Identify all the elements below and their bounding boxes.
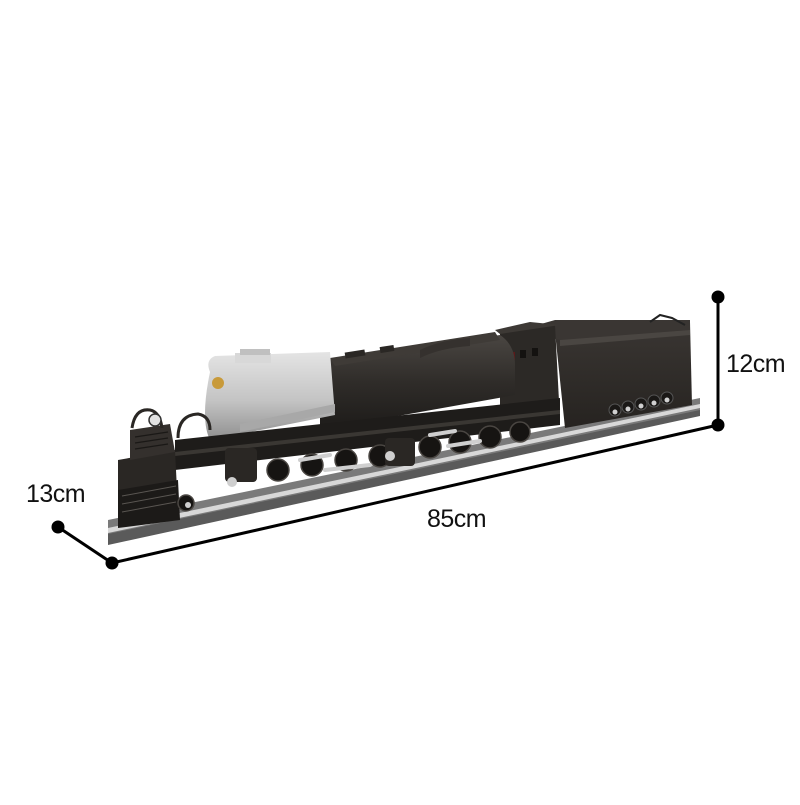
dimension-lines [57, 297, 720, 565]
track [108, 398, 700, 545]
pilot [118, 408, 212, 528]
depth-label: 13cm [26, 480, 86, 508]
dimension-endpoints [51, 290, 725, 570]
bell-icon [212, 377, 224, 389]
tender [520, 313, 692, 428]
boiler [320, 332, 515, 430]
depth-dimension-line [57, 525, 113, 565]
headlight-icon [148, 413, 162, 427]
cylinders [225, 438, 415, 487]
smokebox [205, 349, 335, 440]
length-label: 85cm [427, 505, 487, 533]
side-rods [298, 429, 482, 472]
length-dimension-line [111, 423, 719, 565]
running-gear [175, 398, 560, 487]
height-label: 12cm [726, 350, 786, 378]
